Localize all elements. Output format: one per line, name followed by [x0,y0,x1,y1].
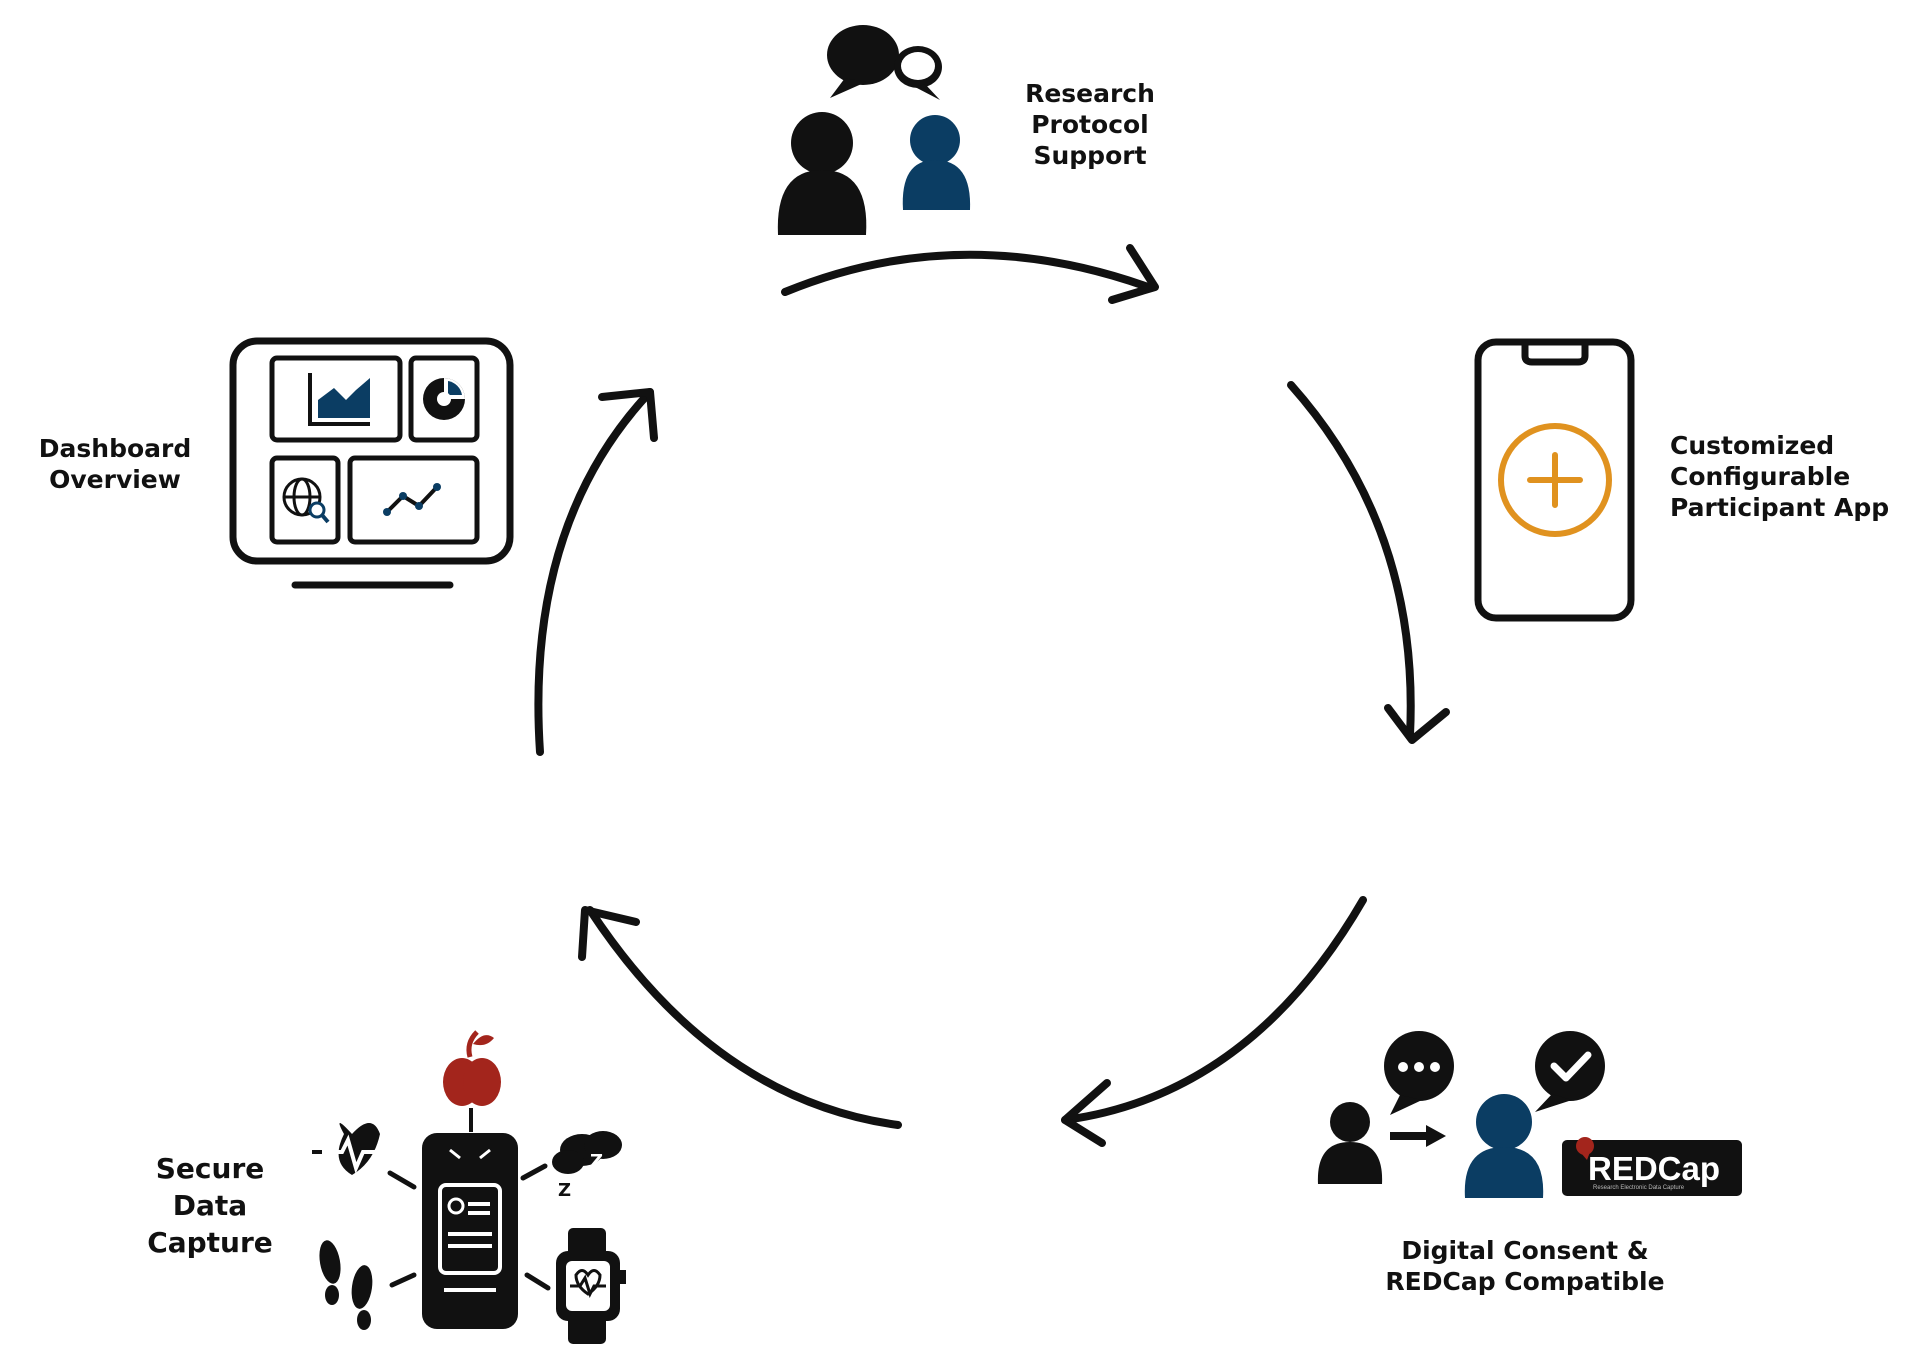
label-line: Digital Consent & [1401,1236,1649,1265]
arrow-top [781,244,1159,304]
smartwatch-icon [556,1228,626,1344]
arrow-bottom-right [1061,896,1367,1147]
label-line: Research [1025,79,1155,108]
redcap-logo: REDCap Research Electronic Data Capture [1562,1137,1742,1196]
arrow-right [1287,381,1450,744]
phone-sensors-icon: Z Z [312,1030,626,1344]
label-line: Capture [147,1226,273,1259]
participant-app-label: Customized Configurable Participant App [1670,430,1910,523]
dashboard-overview-label: Dashboard Overview [20,433,210,495]
footprints-icon [319,1240,373,1330]
dashboard-monitor-icon [229,337,514,589]
label-line: Customized [1670,431,1835,460]
heart-pulse-icon [312,1123,385,1175]
label-line: Overview [49,465,181,494]
consent-transfer-icon [1317,1031,1605,1198]
label-line: Secure [155,1152,265,1185]
redcap-logo-tagline: Research Electronic Data Capture [1593,1185,1685,1191]
label-line: Configurable [1670,462,1851,491]
sleep-cloud-icon: Z Z [552,1131,622,1201]
arrow-bottom-left [578,906,902,1129]
label-line: Data [172,1189,248,1222]
research-protocol-support-label: Research Protocol Support [1000,78,1180,171]
digital-consent-label: Digital Consent & REDCap Compatible [1360,1235,1690,1297]
secure-data-capture-label: Secure Data Capture [130,1150,290,1261]
svg-text:Z: Z [590,1151,603,1172]
label-line: REDCap Compatible [1385,1267,1665,1296]
label-line: Support [1033,141,1147,170]
apple-icon [443,1030,501,1106]
svg-text:Z: Z [558,1180,571,1201]
smartphone-plus-icon [1474,338,1635,622]
label-line: Protocol [1031,110,1149,139]
label-line: Participant App [1670,493,1890,522]
label-line: Dashboard [38,434,192,463]
arrow-left [534,388,658,756]
redcap-logo-text: REDCap [1588,1150,1720,1187]
discussion-people-icon [777,25,971,235]
